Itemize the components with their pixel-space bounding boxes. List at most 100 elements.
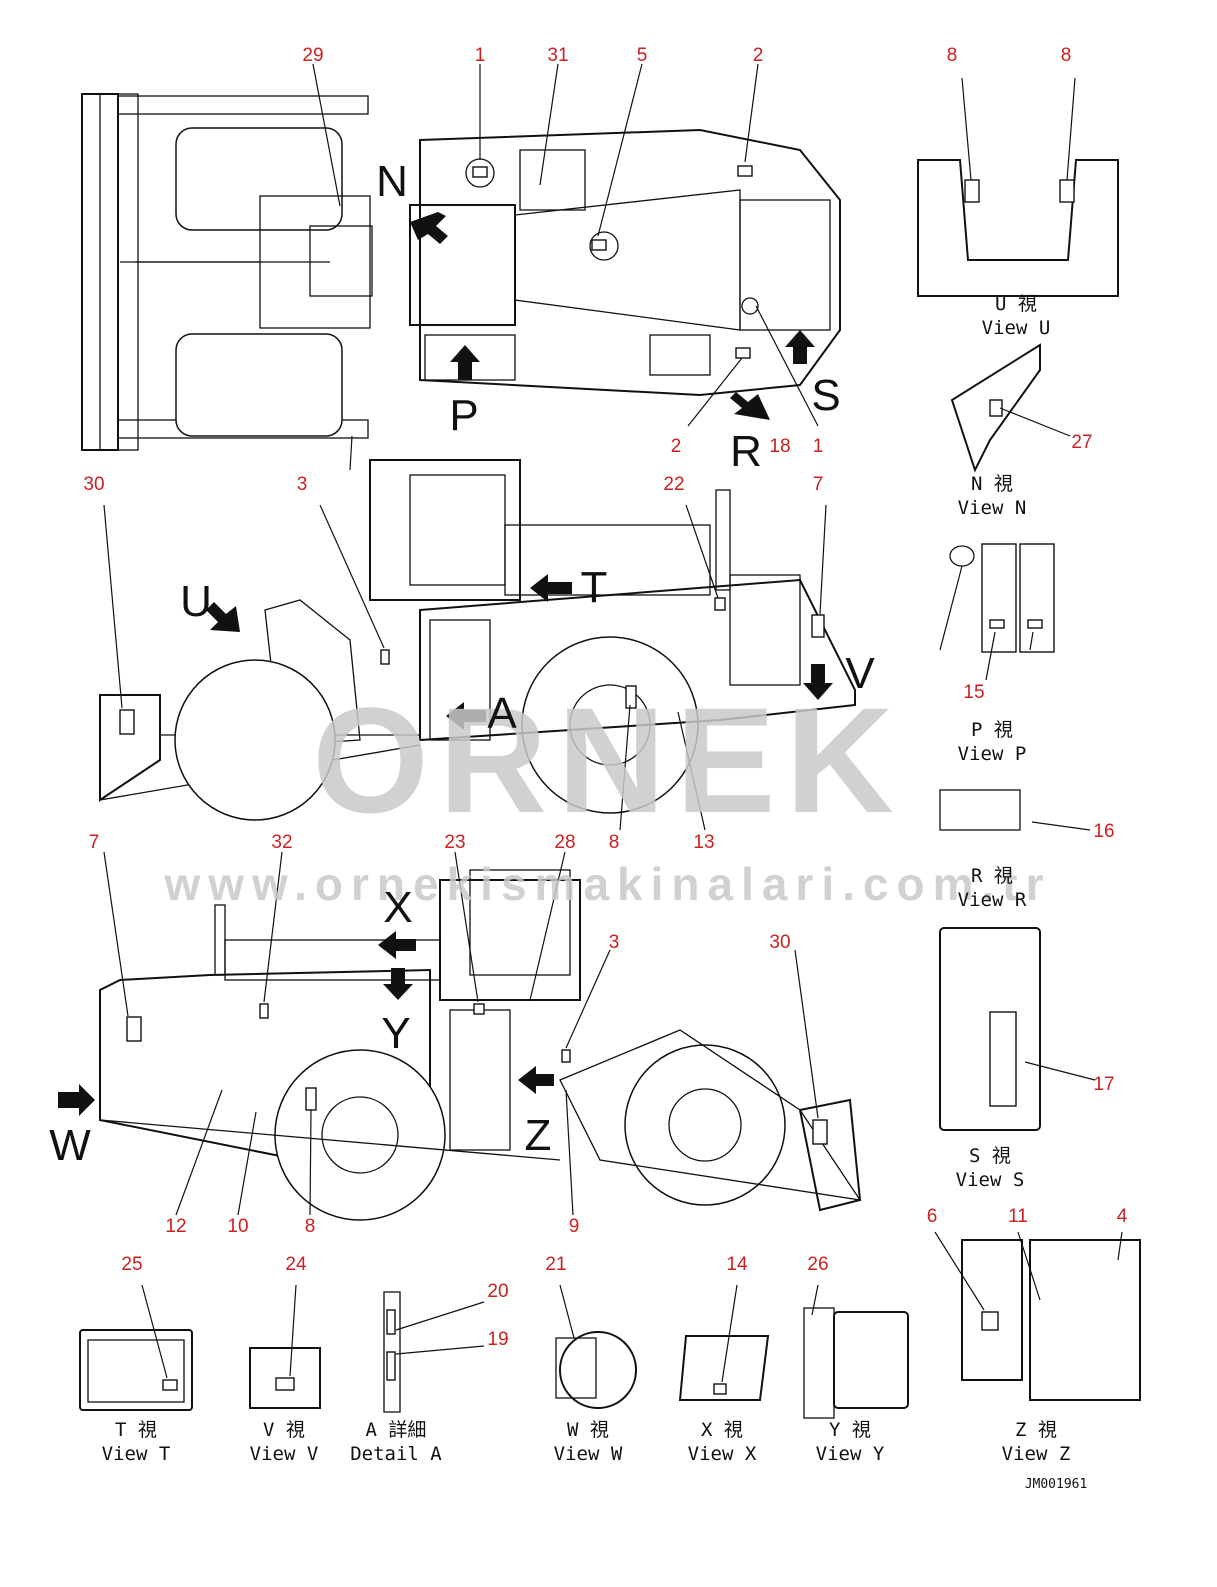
detail-A-label: Detail A [350,1443,442,1465]
arrow-V [803,664,833,700]
view-X-label: View X [688,1443,757,1465]
arrow-S [785,330,815,364]
callout: 3 [297,474,308,495]
arrow-R [730,392,770,420]
view-P-label: View P [958,743,1027,765]
callout: 27 [1071,432,1092,453]
callout: 22 [663,474,684,495]
callout: 20 [487,1281,508,1302]
letter-T: T [581,563,608,612]
view-P-label-jp: P 視 [971,719,1013,741]
letter-Y: Y [381,1009,410,1058]
callout: 6 [927,1206,938,1227]
callout: 28 [554,832,575,853]
callout: 25 [121,1254,142,1275]
callout: 7 [813,474,824,495]
drawing-code: JM001961 [1025,1477,1088,1492]
letter-R: R [730,427,762,476]
callout: 3 [609,932,620,953]
watermark-logo: ORNEK [312,676,904,844]
arrow-P [450,345,480,380]
callout: 16 [1093,821,1114,842]
view-W-label-jp: W 視 [567,1419,609,1441]
view-R-label: View R [958,889,1027,911]
detail-views-bottom [79,1284,909,1419]
callout: 8 [947,45,958,66]
callout: 1 [813,436,824,457]
arrow-Y [383,968,413,1000]
callout: 4 [1117,1206,1128,1227]
view-W-label: View W [554,1443,623,1465]
detail-A-label-jp: A 詳細 [366,1419,427,1441]
arrow-N [410,212,448,244]
callout: 24 [285,1254,307,1275]
letter-N: N [376,157,408,206]
letter-S: S [811,371,840,420]
callout: 14 [726,1254,748,1275]
arrow-A [446,702,486,730]
view-R-label-jp: R 視 [971,865,1013,887]
view-S-label: View S [956,1169,1025,1191]
arrow-Z [518,1066,554,1094]
callout: 18 [769,436,790,457]
arrow-U [206,602,240,632]
view-U-label: View U [982,317,1051,339]
top-view-drawing [81,63,841,471]
callout: 32 [271,832,292,853]
view-captions: U 視 View U N 視 View N P 視 View P R 視 Vie… [102,293,1071,1465]
callout: 30 [83,474,104,495]
callout: 2 [753,45,764,66]
watermark: ORNEK www.ornekismakinalari.com.tr [164,676,1052,910]
callout-numbers: 29 1 31 5 2 8 8 2 18 1 30 3 22 7 27 15 8… [83,45,1127,1350]
callout: 23 [444,832,465,853]
callout: 30 [769,932,790,953]
view-Y-label-jp: Y 視 [829,1419,871,1441]
callout: 17 [1093,1074,1114,1095]
callout: 21 [545,1254,566,1275]
view-X-label-jp: X 視 [701,1419,743,1441]
callout: 15 [963,682,984,703]
letter-U: U [180,577,212,626]
view-U-label-jp: U 視 [995,293,1037,315]
view-T-label-jp: T 視 [115,1419,157,1441]
detail-views-right [917,77,1141,1401]
callout: 12 [165,1216,186,1237]
watermark-url: www.ornekismakinalari.com.tr [164,858,1052,910]
callout: 1 [475,45,486,66]
right-side-view-drawing [58,851,862,1221]
view-Z-label-jp: Z 視 [1015,1419,1057,1441]
view-Y-label: View Y [816,1443,885,1465]
view-N-label-jp: N 視 [971,473,1013,495]
callout: 5 [637,45,648,66]
callout: 31 [547,45,568,66]
view-S-label-jp: S 視 [969,1145,1011,1167]
arrow-W [58,1084,95,1116]
callout: 13 [693,832,714,853]
view-Z-label: View Z [1002,1443,1071,1465]
view-T-label: View T [102,1443,171,1465]
arrow-T [530,574,572,602]
callout: 9 [569,1216,580,1237]
letter-A: A [487,689,517,738]
letter-W: W [49,1121,91,1170]
callout: 7 [89,832,100,853]
arrow-X [378,931,416,959]
callout: 19 [487,1329,508,1350]
callout: 11 [1008,1206,1028,1227]
view-V-label-jp: V 視 [263,1419,305,1441]
left-side-view-drawing [99,459,856,831]
callout: 8 [305,1216,316,1237]
callout: 8 [1061,45,1072,66]
letter-V: V [845,649,875,698]
callout: 10 [227,1216,248,1237]
callout: 8 [609,832,620,853]
callout: 26 [807,1254,828,1275]
letter-P: P [449,391,478,440]
letter-Z: Z [525,1111,552,1160]
view-N-label: View N [958,497,1027,519]
callout: 29 [302,45,323,66]
view-V-label: View V [250,1443,319,1465]
arrow-letters: N P R S U T A V X Y Z W [49,157,875,1170]
callout: 2 [671,436,682,457]
